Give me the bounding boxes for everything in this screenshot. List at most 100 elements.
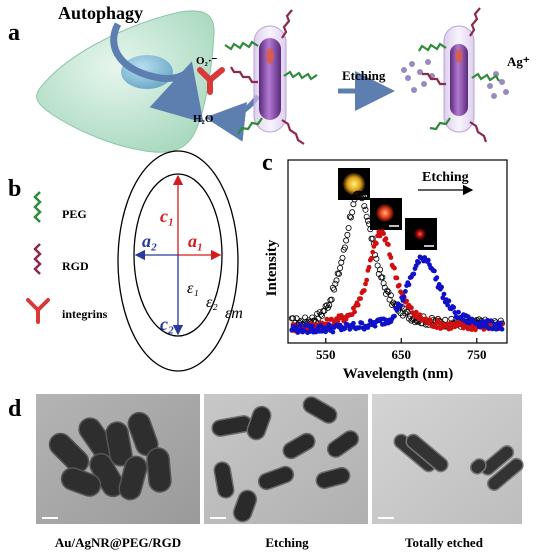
spectrum-point	[498, 320, 504, 326]
tem-image-1	[36, 394, 200, 524]
c1-label: c₁	[160, 206, 174, 226]
legend-integrins-label: integrins	[62, 307, 108, 321]
y-axis-label: Intensity	[264, 239, 280, 296]
spectrum-point	[339, 254, 346, 261]
spectrum-point	[406, 282, 412, 288]
silver-ions	[401, 59, 509, 99]
spectrum-point	[499, 326, 505, 332]
spectrum-point	[359, 320, 365, 326]
etching-label-a: Etching	[342, 68, 386, 83]
spectrum-point	[335, 319, 341, 324]
autophagy-label: Autophagy	[58, 3, 143, 23]
spectrum-point	[488, 318, 494, 324]
spectrum-point	[309, 323, 315, 329]
spectrum-point	[366, 264, 372, 270]
spectrum-point	[465, 314, 471, 320]
nanorod-etched	[418, 7, 500, 143]
spectrum-point	[362, 206, 369, 213]
rgd-icon	[33, 243, 42, 275]
spectrum-point	[349, 209, 356, 216]
a1-label: a₁	[188, 231, 203, 251]
spectrum-point	[479, 319, 484, 325]
spectrum-point	[294, 325, 299, 331]
panel-d-letter: d	[8, 396, 22, 422]
spectrum-point	[398, 303, 403, 308]
spectrum-point	[423, 316, 429, 322]
spectrum-point	[448, 325, 454, 331]
spectrum-point	[434, 275, 440, 281]
water-label: H₂O	[193, 113, 214, 125]
spectrum-point	[345, 224, 352, 231]
spectrum-point	[403, 289, 408, 294]
x-axis-label: Wavelength (nm)	[343, 366, 453, 382]
spectrum-point	[374, 241, 379, 246]
plot-frame	[287, 159, 508, 344]
spectrum-point	[433, 321, 438, 327]
spectrum-point	[337, 264, 344, 271]
spectrum-point	[392, 265, 397, 271]
spectrum-point	[394, 275, 400, 281]
spectrum-point	[335, 270, 342, 277]
caption-2: Etching	[265, 535, 309, 550]
spectrum-point	[446, 298, 452, 304]
spectrum-series	[289, 254, 505, 336]
spectrum-point	[363, 213, 370, 220]
spectrum-point	[439, 284, 444, 290]
spectrum-point	[331, 286, 338, 293]
spectrum-point	[330, 329, 336, 335]
spectra-layer	[288, 190, 505, 336]
spectrum-point	[352, 309, 357, 315]
spectrum-point	[344, 231, 351, 238]
spectrum-point	[338, 259, 345, 266]
spectrum-point	[404, 298, 409, 304]
autophagy-arrow	[110, 22, 204, 123]
spectrum-point	[363, 281, 368, 287]
peg-icon	[33, 191, 42, 223]
spectrum-point	[428, 318, 434, 324]
spectrum-point	[369, 255, 374, 261]
spectrum-point	[370, 249, 376, 255]
spectrum-point	[401, 294, 407, 300]
eps1-label: ε₁	[187, 280, 199, 297]
spectrum-point	[301, 328, 307, 333]
ellipsoid-model	[117, 150, 239, 372]
spectrum-point	[445, 302, 450, 308]
spectrum-point	[376, 266, 383, 273]
dark-field-insets	[338, 168, 437, 250]
spectrum-point	[383, 236, 389, 242]
spectrum-point	[394, 307, 400, 313]
legend-rgd-label: RGD	[62, 259, 89, 273]
spectrum-point	[473, 327, 478, 333]
spectrum-point	[328, 296, 335, 303]
etching-label-c: Etching	[422, 170, 469, 185]
spectrum-point	[411, 271, 417, 277]
spectrum-point	[442, 316, 449, 323]
silver-ion-label: Ag⁺	[507, 54, 530, 69]
spectrum-point	[432, 268, 437, 274]
panel-a-letter: a	[8, 20, 20, 46]
spectrum-point	[372, 251, 379, 258]
spectrum-point	[396, 282, 402, 288]
caption-3: Totally etched	[405, 535, 484, 550]
spectrum-point	[333, 277, 340, 284]
spectrum-point	[411, 319, 418, 326]
spectrum-point	[409, 305, 414, 311]
spectrum-point	[342, 325, 348, 331]
spectrum-point	[456, 309, 461, 315]
spectrum-point	[377, 233, 383, 239]
spectrum-point	[361, 288, 367, 293]
c2-label: c₂	[160, 314, 174, 334]
caption-1: Au/AgNR@PEG/RGD	[55, 535, 181, 550]
spectrum-point	[380, 280, 387, 287]
cell-illustration	[36, 10, 215, 153]
spectrum-point	[318, 312, 325, 319]
spectrum-point	[392, 313, 397, 319]
x-tick-label: 750	[467, 347, 487, 362]
spectrum-point	[416, 260, 421, 265]
spectrum-point	[434, 325, 440, 330]
spectrum-point	[381, 231, 386, 237]
legend-peg: PEG	[33, 191, 87, 223]
spectrum-point	[451, 305, 457, 310]
x-tick-label: 550	[316, 347, 336, 362]
